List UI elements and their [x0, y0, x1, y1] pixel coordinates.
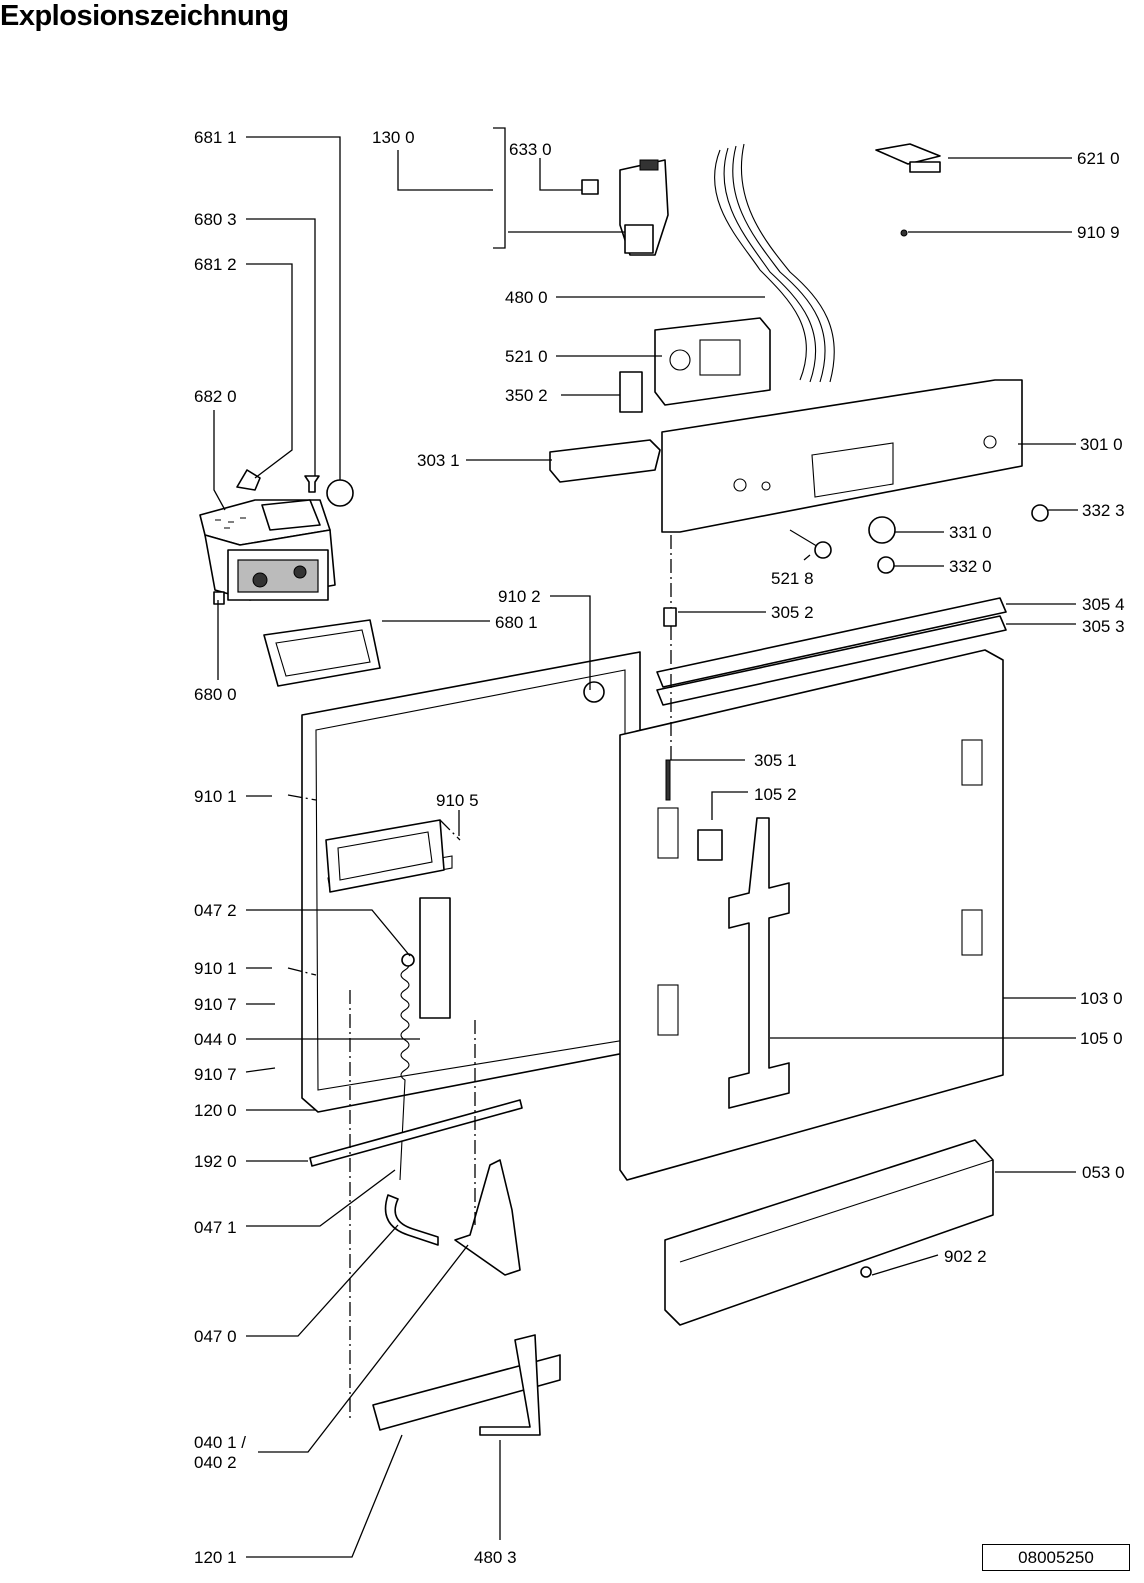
label-902-2: 902 2: [944, 1247, 987, 1266]
label-301-0: 301 0: [1080, 435, 1123, 454]
label-633-0: 633 0: [509, 140, 552, 159]
label-480-3: 480 3: [474, 1548, 517, 1567]
label-621-0: 621 0: [1077, 149, 1120, 168]
top-strip: [656, 597, 1007, 688]
label-480-0: 480 0: [505, 288, 548, 307]
door-lock: [619, 159, 669, 256]
clip-bracket: [697, 829, 723, 861]
bracket-small: [663, 607, 677, 627]
plinth-screw: [860, 1266, 872, 1278]
label-103-0: 103 0: [1080, 989, 1123, 1008]
module-part: [875, 143, 941, 173]
selector-shaft: [789, 529, 821, 549]
label-681-1: 681 1: [194, 128, 237, 147]
rail-part: [309, 1099, 523, 1167]
rod-part: [665, 759, 671, 801]
inner-door-frame: [301, 651, 641, 1113]
foot-bracket: [479, 1334, 541, 1436]
knob-part: [1031, 504, 1049, 522]
label-910-7-bottom: 910 7: [194, 1065, 237, 1084]
dispenser-assembly: [199, 499, 336, 605]
leader-lines: [213, 127, 1078, 1558]
label-120-1: 120 1: [194, 1548, 237, 1567]
lower-rail: [372, 1354, 561, 1431]
hinge-bracket: [454, 1159, 521, 1276]
gasket-part: [263, 619, 381, 687]
label-303-1: 303 1: [417, 451, 460, 470]
label-192-0: 192 0: [194, 1152, 237, 1171]
selector-part: [814, 541, 832, 559]
label-332-3: 332 3: [1082, 501, 1125, 520]
label-910-7-top: 910 7: [194, 995, 237, 1014]
label-910-2: 910 2: [498, 587, 541, 606]
label-047-0: 047 0: [194, 1327, 237, 1346]
part-labels: 681 1 130 0 633 0 621 0 680 3 910 9 681 …: [194, 128, 1125, 1567]
label-332-0: 332 0: [949, 557, 992, 576]
page-title: Explosionszeichnung: [0, 0, 289, 32]
label-047-2: 047 2: [194, 901, 237, 920]
label-105-2: 105 2: [754, 785, 797, 804]
label-521-8: 521 8: [771, 569, 814, 588]
label-331-0: 331 0: [949, 523, 992, 542]
peg-part: [304, 475, 320, 493]
label-044-0: 044 0: [194, 1030, 237, 1049]
wire-harness: [714, 143, 835, 383]
spring-part: [399, 959, 410, 1181]
screw-part: [900, 229, 908, 237]
control-panel: [661, 379, 1023, 533]
label-910-1-top: 910 1: [194, 787, 237, 806]
label-680-1: 680 1: [495, 613, 538, 632]
lower-strip: [656, 615, 1007, 706]
document-number-box: 08005250: [982, 1544, 1130, 1571]
handle-part: [549, 439, 661, 483]
label-047-1: 047 1: [194, 1218, 237, 1237]
plinth-panel: [664, 1139, 994, 1326]
button-small-part: [877, 556, 895, 574]
outer-door-panel: [619, 649, 1004, 1181]
label-681-2: 681 2: [194, 255, 237, 274]
clip-part: [236, 469, 261, 491]
label-040-1: 040 1 /: [194, 1433, 246, 1452]
label-040-2: 040 2: [194, 1453, 237, 1472]
label-305-2: 305 2: [771, 603, 814, 622]
label-910-5: 910 5: [436, 791, 479, 810]
hinge-part: [384, 1194, 439, 1246]
label-680-3: 680 3: [194, 210, 237, 229]
round-cap: [326, 479, 354, 507]
label-910-1-bottom: 910 1: [194, 959, 237, 978]
label-053-0: 053 0: [1082, 1163, 1125, 1182]
label-120-0: 120 0: [194, 1101, 237, 1120]
button-part: [868, 516, 896, 544]
label-130-0: 130 0: [372, 128, 415, 147]
lock-bracket: [583, 681, 605, 703]
connector-part: [619, 371, 643, 413]
spring-hook: [401, 953, 415, 967]
label-305-4: 305 4: [1082, 595, 1125, 614]
label-305-3: 305 3: [1082, 617, 1125, 636]
label-682-0: 682 0: [194, 387, 237, 406]
label-105-0: 105 0: [1080, 1029, 1123, 1048]
electronic-board: [654, 317, 771, 406]
switch-part: [581, 179, 599, 195]
label-350-2: 350 2: [505, 386, 548, 405]
label-305-1: 305 1: [754, 751, 797, 770]
label-521-0: 521 0: [505, 347, 548, 366]
label-910-9: 910 9: [1077, 223, 1120, 242]
label-680-0: 680 0: [194, 685, 237, 704]
